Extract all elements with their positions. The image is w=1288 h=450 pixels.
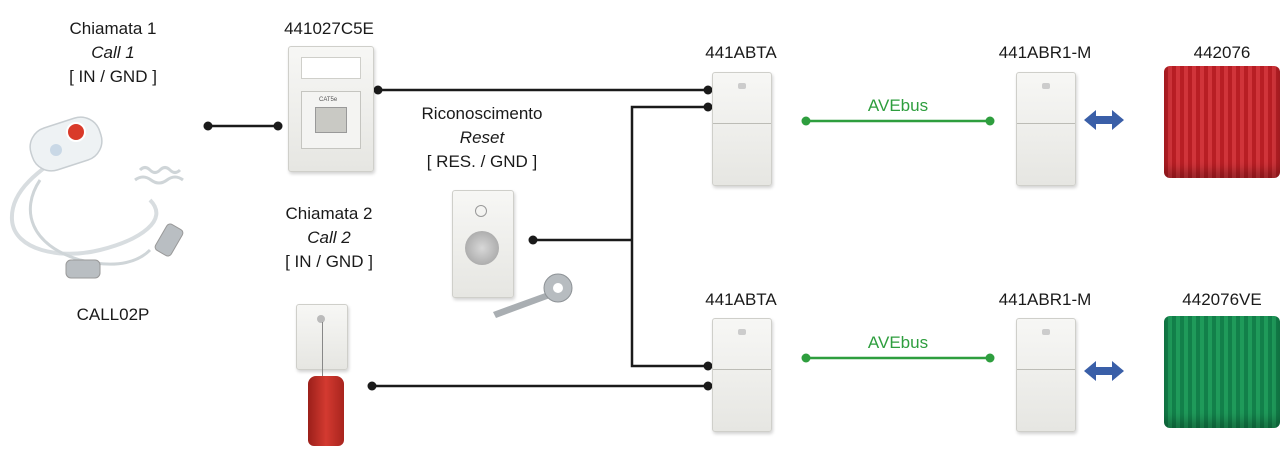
module-bottom-part-number: 441ABTA — [705, 290, 777, 309]
lamp-green-part-number: 442076VE — [1182, 290, 1262, 309]
double-arrow-icon — [1084, 361, 1124, 381]
green-signal-lamp-image — [1164, 316, 1280, 428]
avebus-label-bottom: AVEbus — [867, 333, 929, 352]
avebus-label-top: AVEbus — [867, 96, 929, 115]
lamp-red-part-number: 442076 — [1193, 43, 1251, 62]
wire-dot — [273, 121, 283, 131]
handset-part-number: CALL02P — [76, 305, 150, 324]
socket-part-number: 441027C5E — [284, 19, 374, 38]
module-441abr1m-top — [1016, 72, 1076, 186]
call1-subtitle: Call 1 — [91, 43, 135, 62]
pull-cord-string — [322, 322, 323, 378]
bus-dot — [985, 353, 995, 363]
data-socket-image: CAT5e — [288, 46, 374, 172]
bus-dot — [801, 353, 811, 363]
call2-subtitle: Call 2 — [307, 228, 351, 247]
call-button-icon — [66, 122, 86, 142]
wire-dot — [703, 381, 713, 391]
wire-reset-branch — [630, 105, 708, 368]
key-lock-icon — [465, 231, 499, 265]
wire-dot — [703, 361, 713, 371]
wire-dot — [703, 85, 713, 95]
reset-key-switch-image — [452, 190, 514, 298]
receiver-bottom-part-number: 441ABR1-M — [998, 290, 1092, 309]
wire-dot — [367, 381, 377, 391]
bus-dot — [985, 116, 995, 126]
module-441abta-bottom — [712, 318, 772, 432]
wire-dot — [528, 235, 538, 245]
reset-pins: [ RES. / GND ] — [426, 152, 538, 171]
reset-title: Riconoscimento — [421, 104, 543, 123]
call2-title: Chiamata 2 — [285, 204, 373, 223]
module-441abr1m-bottom — [1016, 318, 1076, 432]
wire-dot — [703, 102, 713, 112]
double-arrow-icon — [1084, 110, 1124, 130]
call1-title: Chiamata 1 — [69, 19, 157, 38]
module-441abta-top — [712, 72, 772, 186]
wire-dot — [203, 121, 213, 131]
call2-pins: [ IN / GND ] — [285, 252, 373, 271]
pull-cord-handle — [308, 376, 344, 446]
call-handset-image — [9, 116, 184, 279]
bus-dot — [801, 116, 811, 126]
call1-pins: [ IN / GND ] — [69, 67, 157, 86]
red-signal-lamp-image — [1164, 66, 1280, 178]
wire-dot — [373, 85, 383, 95]
key-icon — [493, 273, 573, 318]
rj45-jack-icon — [315, 107, 347, 133]
module-top-part-number: 441ABTA — [705, 43, 777, 62]
socket-jack-label: CAT5e — [319, 97, 338, 103]
receiver-top-part-number: 441ABR1-M — [998, 43, 1092, 62]
reset-subtitle: Reset — [459, 128, 505, 147]
